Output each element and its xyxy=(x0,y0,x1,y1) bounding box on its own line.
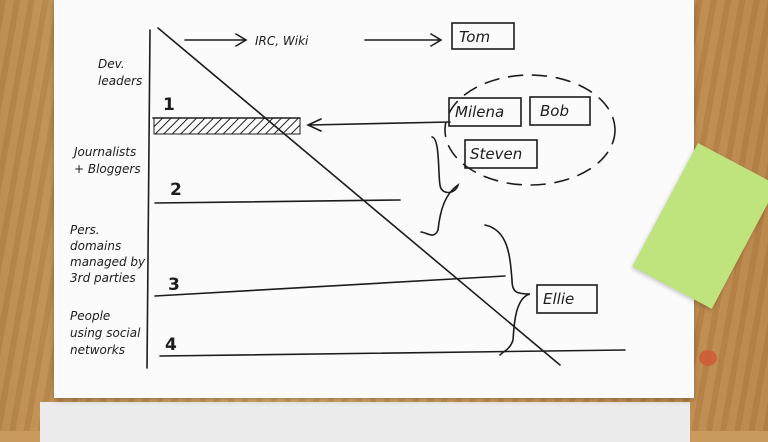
top-row-label: IRC, Wiki xyxy=(255,34,309,48)
bob-box xyxy=(529,96,591,126)
milena-label: Milena xyxy=(455,103,504,121)
level-2-number: 2 xyxy=(170,180,182,200)
level-line-4 xyxy=(159,349,626,357)
level-3-number: 3 xyxy=(168,275,180,295)
brace-ellie xyxy=(484,224,531,356)
dashed-group-circle xyxy=(444,74,616,186)
steven-label: Steven xyxy=(470,145,522,163)
level-1-label: Dev. leaders xyxy=(98,57,143,88)
bob-label: Bob xyxy=(540,102,569,120)
level-2-label: Journalists + Bloggers xyxy=(74,145,141,176)
arrow-to-irc xyxy=(184,33,248,47)
vertical-axis xyxy=(146,29,151,369)
milena-box xyxy=(448,97,522,127)
tom-label: Tom xyxy=(459,28,490,46)
hand-drawn-sketch: IRC, Wiki Tom Milena Bob Steven Ellie 1 … xyxy=(146,22,626,369)
steven-box xyxy=(464,139,538,169)
red-stain xyxy=(699,350,717,366)
hatched-band xyxy=(153,117,301,135)
arrow-to-tom xyxy=(364,33,443,47)
ellie-box xyxy=(536,284,598,314)
level-line-2 xyxy=(154,199,401,204)
level-4-label: People using social networks xyxy=(70,309,141,357)
ellie-label: Ellie xyxy=(543,290,574,308)
brace-steven xyxy=(420,136,460,236)
level-4-number: 4 xyxy=(165,335,177,355)
diagonal-line xyxy=(157,27,561,366)
paper-sheet xyxy=(54,0,694,398)
tom-box xyxy=(451,22,515,50)
arrow-to-band xyxy=(306,118,451,132)
level-3-label: Pers. domains managed by 3rd parties xyxy=(70,223,146,285)
level-line-3 xyxy=(154,275,506,297)
level-1-number: 1 xyxy=(163,95,175,115)
